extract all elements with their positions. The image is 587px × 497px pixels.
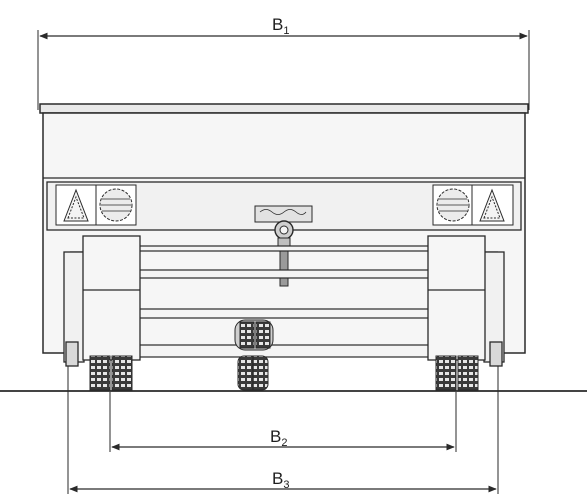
center-support-wheel — [234, 319, 274, 391]
dimension-b3: B3 — [67, 366, 499, 494]
left-fender — [82, 235, 141, 361]
dimension-b2-label: B2 — [270, 427, 287, 449]
right-fender — [427, 235, 486, 361]
dimension-b3-label: B3 — [272, 469, 289, 491]
left-wheel-assembly — [63, 235, 141, 391]
right-tail-light — [432, 184, 514, 226]
left-tire-inner — [111, 355, 133, 391]
tow-hook — [254, 205, 313, 287]
right-tire-inner — [435, 355, 457, 391]
dimension-b1: B1 — [37, 15, 530, 110]
dimension-b2: B2 — [109, 392, 457, 452]
dimension-b1-label: B1 — [272, 15, 289, 37]
right-tire-outer — [457, 355, 479, 391]
left-tire-outer — [89, 355, 111, 391]
right-wheel-assembly — [427, 235, 505, 391]
left-tail-light — [55, 184, 137, 226]
